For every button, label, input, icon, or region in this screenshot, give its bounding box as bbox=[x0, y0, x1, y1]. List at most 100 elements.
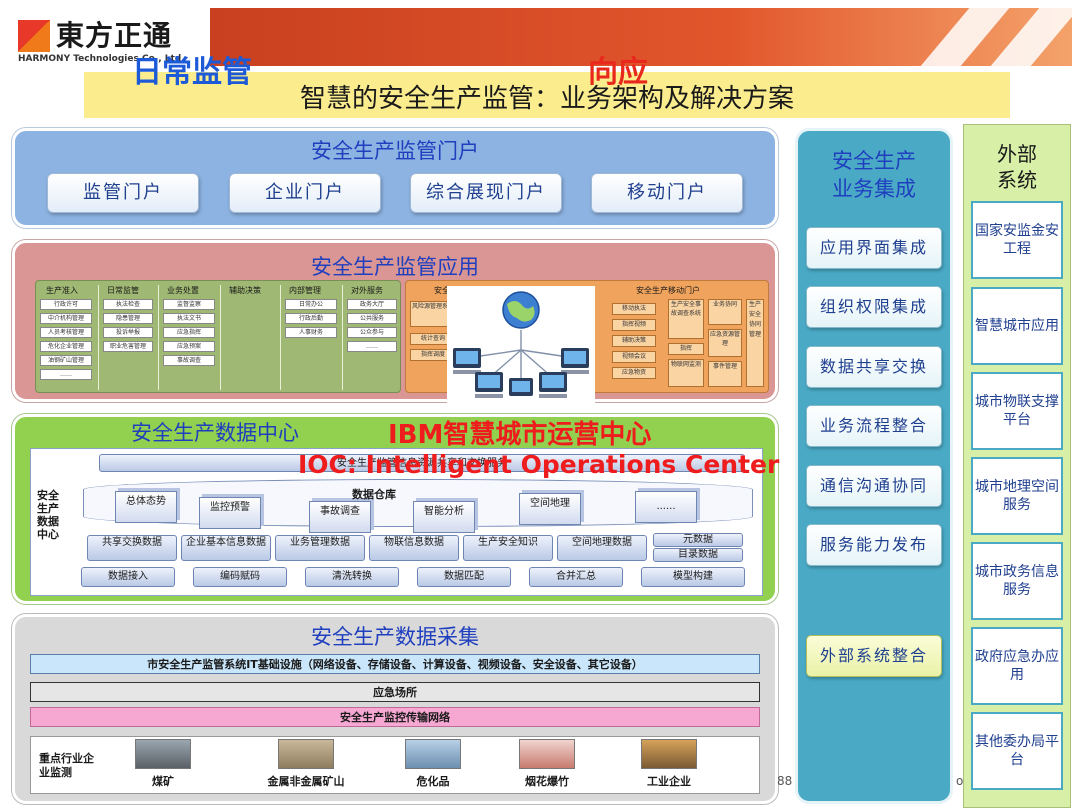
warehouse-cube[interactable]: ...... bbox=[635, 491, 697, 523]
external-system-box[interactable]: 其他委办局平台 bbox=[971, 712, 1063, 790]
app-module[interactable]: 公共服务 bbox=[347, 313, 397, 324]
process-box[interactable]: 编码赋码 bbox=[193, 567, 287, 587]
fireworks-photo bbox=[519, 739, 575, 769]
overlay-response: 向应 bbox=[588, 55, 648, 90]
app-module[interactable]: 监督监察 bbox=[163, 299, 215, 310]
external-title: 外部 系统 bbox=[964, 141, 1070, 193]
app-module[interactable]: 应急物资 bbox=[612, 367, 656, 379]
process-box[interactable]: 数据匹配 bbox=[417, 567, 511, 587]
it-infrastructure-bar: 市安全生产监管系统IT基础设施（网络设备、存储设备、计算设备、视频设备、安全设备… bbox=[30, 654, 760, 674]
integration-title-line: 业务集成 bbox=[832, 177, 916, 201]
portal-button-supervision[interactable]: 监管门户 bbox=[47, 173, 199, 213]
app-module[interactable]: 生产安全事故调查系统 bbox=[668, 299, 704, 339]
computer-icon bbox=[509, 378, 533, 396]
data-source-box[interactable]: 空间地理数据 bbox=[557, 535, 647, 561]
app-module[interactable]: 应急预案 bbox=[163, 341, 215, 352]
warehouse-cube[interactable]: 智能分析 bbox=[413, 501, 475, 533]
data-source-box[interactable]: 物联信息数据 bbox=[369, 535, 459, 561]
external-system-box[interactable]: 政府应急办应用 bbox=[971, 627, 1063, 705]
process-box[interactable]: 清洗转换 bbox=[305, 567, 399, 587]
app-module[interactable]: 指挥 bbox=[668, 343, 704, 355]
integration-button-data-exchange[interactable]: 数据共享交换 bbox=[806, 346, 942, 388]
industry-item[interactable]: 工业企业 bbox=[637, 739, 701, 789]
app-column-head: 对外服务 bbox=[351, 286, 383, 295]
industry-item[interactable]: 危化品 bbox=[401, 739, 465, 789]
globe-icon bbox=[502, 291, 540, 329]
app-module[interactable]: 应急指挥 bbox=[163, 327, 215, 338]
data-source-box[interactable]: 共享交换数据 bbox=[87, 535, 177, 561]
portal-layer: 安全生产监管门户 监管门户 企业门户 综合展现门户 移动门户 bbox=[12, 128, 778, 228]
factory-photo bbox=[641, 739, 697, 769]
process-box[interactable]: 数据接入 bbox=[81, 567, 175, 587]
external-system-box[interactable]: 国家安监金安工程 bbox=[971, 201, 1063, 279]
app-module[interactable]: 执法检查 bbox=[103, 299, 153, 310]
data-source-box[interactable]: 业务管理数据 bbox=[275, 535, 365, 561]
external-system-box[interactable]: 城市物联支撑平台 bbox=[971, 372, 1063, 450]
app-module[interactable]: 事件管理 bbox=[708, 361, 742, 387]
external-system-box[interactable]: 智慧城市应用 bbox=[971, 287, 1063, 365]
app-module[interactable]: …… bbox=[347, 341, 397, 352]
app-module[interactable]: 应急资源管理 bbox=[708, 329, 742, 357]
app-module[interactable]: 行政许可 bbox=[40, 299, 92, 310]
warehouse-cube[interactable]: 总体态势 bbox=[115, 491, 177, 523]
logo-chinese-name: 東方正通 bbox=[56, 19, 173, 52]
portal-button-enterprise[interactable]: 企业门户 bbox=[229, 173, 381, 213]
app-module[interactable]: 移动执法 bbox=[612, 303, 656, 315]
app-module[interactable]: 政务大厅 bbox=[347, 299, 397, 310]
industry-item[interactable]: 烟花爆竹 bbox=[515, 739, 579, 789]
app-module[interactable]: 业务协同 bbox=[708, 299, 742, 325]
data-source-box[interactable]: 生产安全知识 bbox=[463, 535, 553, 561]
app-module[interactable]: 人事财务 bbox=[285, 327, 337, 338]
industry-item[interactable]: 煤矿 bbox=[131, 739, 195, 789]
title-bar: 智慧的安全生产监管：业务架构及解决方案 bbox=[84, 72, 1010, 118]
app-module[interactable]: 公众参与 bbox=[347, 327, 397, 338]
metal-mine-photo bbox=[278, 739, 334, 769]
app-module[interactable]: 危化企业管理 bbox=[40, 341, 92, 352]
external-systems-column: 外部 系统 国家安监金安工程 智慧城市应用 城市物联支撑平台 城市地理空间服务 … bbox=[963, 124, 1071, 808]
app-module[interactable]: 职业危害管理 bbox=[103, 341, 153, 352]
industry-label: 危化品 bbox=[416, 775, 450, 788]
industry-item[interactable]: 金属非金属矿山 bbox=[261, 739, 351, 789]
integration-button-external[interactable]: 外部系统整合 bbox=[806, 635, 942, 677]
process-box[interactable]: 合并汇总 bbox=[529, 567, 623, 587]
portal-button-mobile[interactable]: 移动门户 bbox=[591, 173, 743, 213]
app-module[interactable]: 油钢矿山管理 bbox=[40, 355, 92, 366]
data-source-box[interactable]: 企业基本信息数据 bbox=[181, 535, 271, 561]
app-column-head: 生产准入 bbox=[46, 286, 78, 295]
integration-button-permissions[interactable]: 组织权限集成 bbox=[806, 286, 942, 328]
app-module[interactable]: 视频会议 bbox=[612, 351, 656, 363]
industry-label: 金属非金属矿山 bbox=[267, 775, 345, 788]
resource-sharing-bar: 安全生产监管信息资源共享和交换服务 bbox=[99, 454, 745, 472]
catalog-data-box[interactable]: 目录数据 bbox=[653, 548, 743, 562]
metadata-box[interactable]: 元数据 bbox=[653, 533, 743, 547]
app-module[interactable]: 物联网监测 bbox=[668, 359, 704, 387]
overlay-daily-supervision: 日常监管 bbox=[132, 55, 252, 90]
app-module[interactable]: 指挥视频 bbox=[612, 319, 656, 331]
app-column: 对外服务 政务大厅 公共服务 公众参与 …… bbox=[342, 285, 400, 390]
app-module[interactable]: 执法文书 bbox=[163, 313, 215, 324]
app-column-head: 内部管理 bbox=[289, 286, 321, 295]
app-module[interactable]: 辅助决策 bbox=[612, 335, 656, 347]
integration-button-service-publish[interactable]: 服务能力发布 bbox=[806, 524, 942, 566]
business-integration-column: 安全生产 业务集成 应用界面集成 组织权限集成 数据共享交换 业务流程整合 通信… bbox=[795, 128, 953, 804]
integration-button-workflow[interactable]: 业务流程整合 bbox=[806, 405, 942, 447]
warehouse-cube[interactable]: 监控预警 bbox=[199, 497, 261, 529]
external-system-box[interactable]: 城市政务信息服务 bbox=[971, 542, 1063, 620]
app-module[interactable]: 事故调查 bbox=[163, 355, 215, 366]
app-module[interactable]: …… bbox=[40, 369, 92, 380]
warehouse-cube[interactable]: 空间地理 bbox=[519, 493, 581, 525]
integration-button-ui[interactable]: 应用界面集成 bbox=[806, 227, 942, 269]
chemical-plant-photo bbox=[405, 739, 461, 769]
app-module[interactable]: 投诉举报 bbox=[103, 327, 153, 338]
warehouse-cube[interactable]: 事故调查 bbox=[309, 501, 371, 533]
app-module[interactable]: 人员考核管理 bbox=[40, 327, 92, 338]
integration-button-communication[interactable]: 通信沟通协同 bbox=[806, 465, 942, 507]
portal-button-dashboard[interactable]: 综合展现门户 bbox=[410, 173, 562, 213]
app-module[interactable]: 行政后勤 bbox=[285, 313, 337, 324]
external-system-box[interactable]: 城市地理空间服务 bbox=[971, 457, 1063, 535]
app-module-vertical[interactable]: 生产安全协同管理 bbox=[746, 299, 764, 387]
app-module[interactable]: 中介机构管理 bbox=[40, 313, 92, 324]
app-module[interactable]: 隐患管理 bbox=[103, 313, 153, 324]
process-box[interactable]: 模型构建 bbox=[641, 567, 745, 587]
app-module[interactable]: 日常办公 bbox=[285, 299, 337, 310]
